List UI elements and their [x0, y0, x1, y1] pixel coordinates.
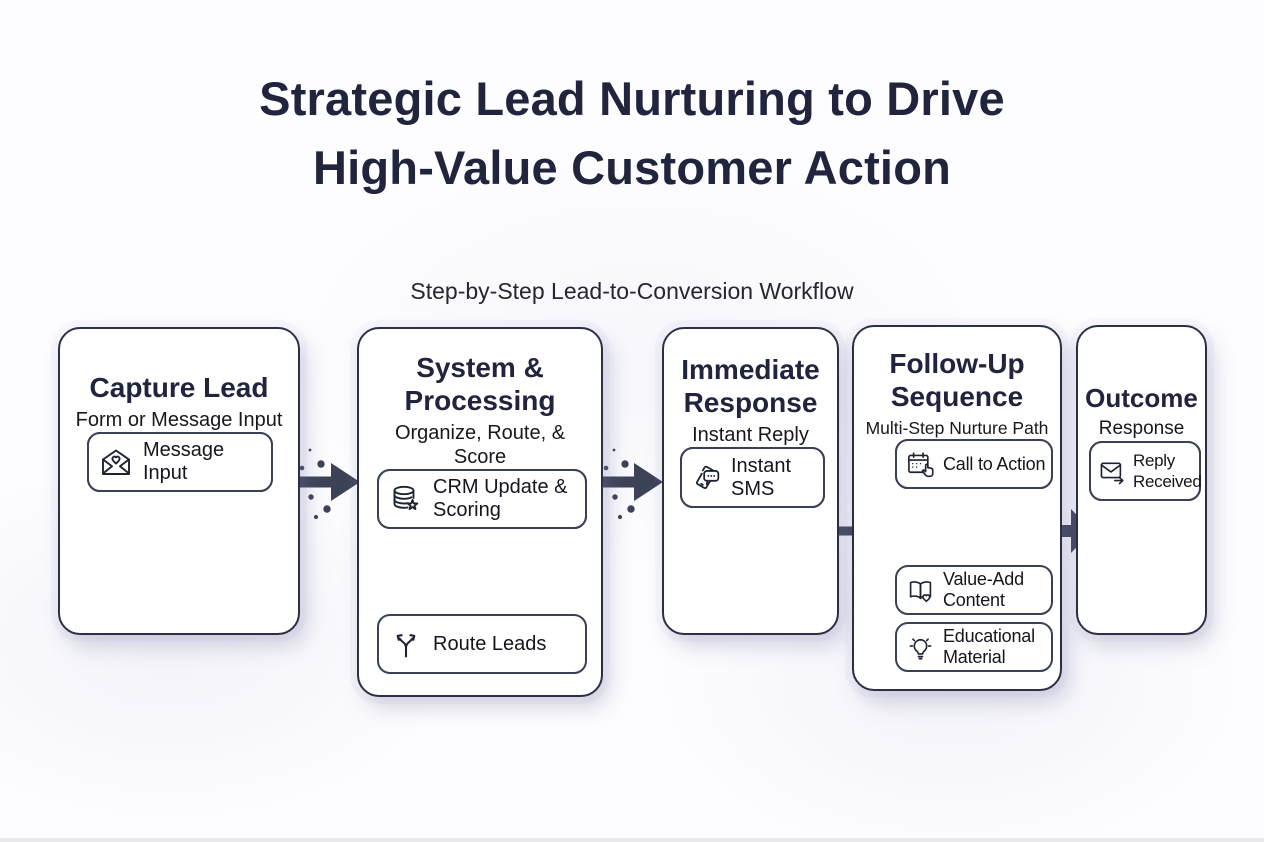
page-title-line2: High-Value Customer Action — [312, 141, 952, 194]
item-reply-received: Reply Received — [1089, 441, 1202, 501]
panel-outcome: Outcome Response Booked Reply Received — [1076, 325, 1207, 635]
panel-system-processing: System & Processing Organize, Route, & S… — [357, 327, 603, 697]
panel-immediate-response: Immediate Response Instant Reply Welcome… — [662, 327, 839, 635]
item-label: Educational Material — [943, 626, 1035, 667]
bottom-edge-bar — [0, 838, 1264, 842]
panel-subheading: Multi-Step Nurture Path — [865, 418, 1049, 438]
item-label: Route Leads — [433, 632, 547, 655]
panel-follow-up-sequence: Follow-Up Sequence Multi-Step Nurture Pa… — [852, 325, 1062, 691]
panel-heading: Immediate Response — [681, 354, 820, 418]
educational-material-icon — [909, 637, 932, 660]
page-title-line1: Strategic Lead Nurturing to Drive — [259, 72, 1005, 125]
panel-subheading: Organize, Route, & Score — [394, 422, 566, 468]
item-instant-sms: Instant SMS — [680, 447, 825, 508]
panel-heading: Follow-Up Sequence — [889, 348, 1025, 412]
item-educational-material: Educational Material — [895, 622, 1053, 672]
page-title: Strategic Lead Nurturing to Drive High-V… — [0, 64, 1264, 202]
item-value-add-content: Value-Add Content — [895, 565, 1053, 615]
panel-subheading: Response — [1098, 418, 1185, 439]
reply-received-icon — [1100, 462, 1124, 484]
arrow-capture-to-system-icon — [298, 463, 360, 501]
item-route-leads: Route Leads — [377, 614, 587, 674]
item-call-to-action: Call to Action — [895, 439, 1053, 489]
panel-capture-lead: Capture Lead Form or Message Input Inqui… — [58, 327, 300, 635]
panel-subheading: Instant Reply — [692, 424, 809, 446]
item-label: Value-Add Content — [943, 569, 1024, 610]
panel-heading: Outcome — [1085, 383, 1198, 413]
call-to-action-icon — [908, 451, 934, 477]
message-input-icon — [102, 449, 130, 475]
item-label: Message Input — [143, 439, 225, 484]
workflow-subtitle: Step-by-Step Lead-to-Conversion Workflow — [410, 278, 854, 304]
panel-subheading: Form or Message Input — [75, 409, 283, 431]
item-message-input: Message Input — [87, 432, 273, 492]
flow-dots-capture-to-system — [299, 448, 331, 520]
instant-sms-icon — [695, 465, 720, 489]
item-crm-update: CRM Update & Scoring — [377, 469, 587, 529]
value-add-content-icon — [909, 580, 932, 602]
item-label: Call to Action — [943, 453, 1046, 474]
item-label: CRM Update & Scoring — [433, 476, 568, 521]
arrow-system-to-immediate-icon — [601, 463, 663, 501]
item-label: Instant SMS — [731, 454, 792, 500]
panel-heading: Capture Lead — [89, 372, 269, 403]
route-leads-icon — [396, 634, 416, 658]
flow-dots-system-to-immediate — [603, 448, 635, 520]
item-label: Reply Received — [1133, 451, 1202, 491]
crm-update-icon — [393, 485, 419, 510]
panel-heading: System & Processing — [404, 352, 556, 416]
